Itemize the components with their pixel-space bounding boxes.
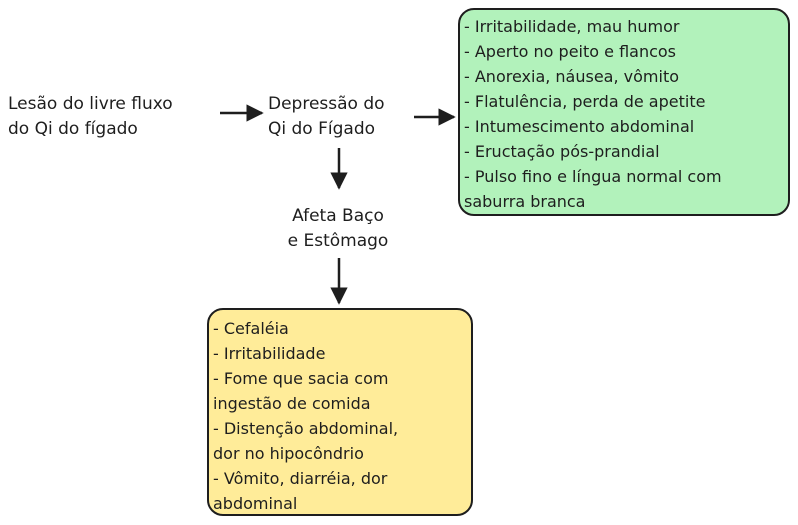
- node-affects-line-1: Afeta Baço: [292, 206, 384, 226]
- node-depression-line-1: Depressão do: [268, 94, 385, 114]
- symptoms-box-yellow: - Cefaléia - Irritabilidade - Fome que s…: [207, 308, 473, 516]
- node-depression: Depressão do Qi do Fígado: [268, 92, 385, 142]
- node-affects: Afeta Baço e Estômago: [268, 204, 408, 254]
- green-item: - Irritabilidade, mau humor: [464, 17, 680, 36]
- yellow-item: ingestão de comida: [213, 394, 371, 413]
- yellow-item: - Cefaléia: [213, 319, 289, 338]
- node-affects-line-2: e Estômago: [287, 231, 389, 251]
- green-item: - Anorexia, náusea, vômito: [464, 67, 680, 86]
- yellow-item: dor no hipocôndrio: [213, 444, 364, 463]
- node-cause-line-1: Lesão do livre fluxo: [8, 94, 173, 114]
- green-item: - Aperto no peito e flancos: [464, 42, 677, 61]
- yellow-item: - Vômito, diarréia, dor: [213, 469, 388, 488]
- green-item: - Eructação pós-prandial: [464, 142, 660, 161]
- node-cause-line-2: do Qi do fígado: [8, 119, 138, 139]
- yellow-item: - Irritabilidade: [213, 344, 326, 363]
- node-depression-line-2: Qi do Fígado: [268, 119, 376, 139]
- yellow-item: - Distenção abdominal,: [213, 419, 399, 438]
- node-cause: Lesão do livre fluxo do Qi do fígado: [8, 92, 173, 142]
- yellow-item: abdominal: [213, 494, 298, 513]
- green-item: - Intumescimento abdominal: [464, 117, 695, 136]
- green-item: - Flatulência, perda de apetite: [464, 92, 706, 111]
- symptoms-box-green: - Irritabilidade, mau humor - Aperto no …: [458, 8, 790, 216]
- green-item: - Pulso fino e língua normal com: [464, 167, 722, 186]
- yellow-item: - Fome que sacia com: [213, 369, 389, 388]
- green-item: saburra branca: [464, 192, 586, 211]
